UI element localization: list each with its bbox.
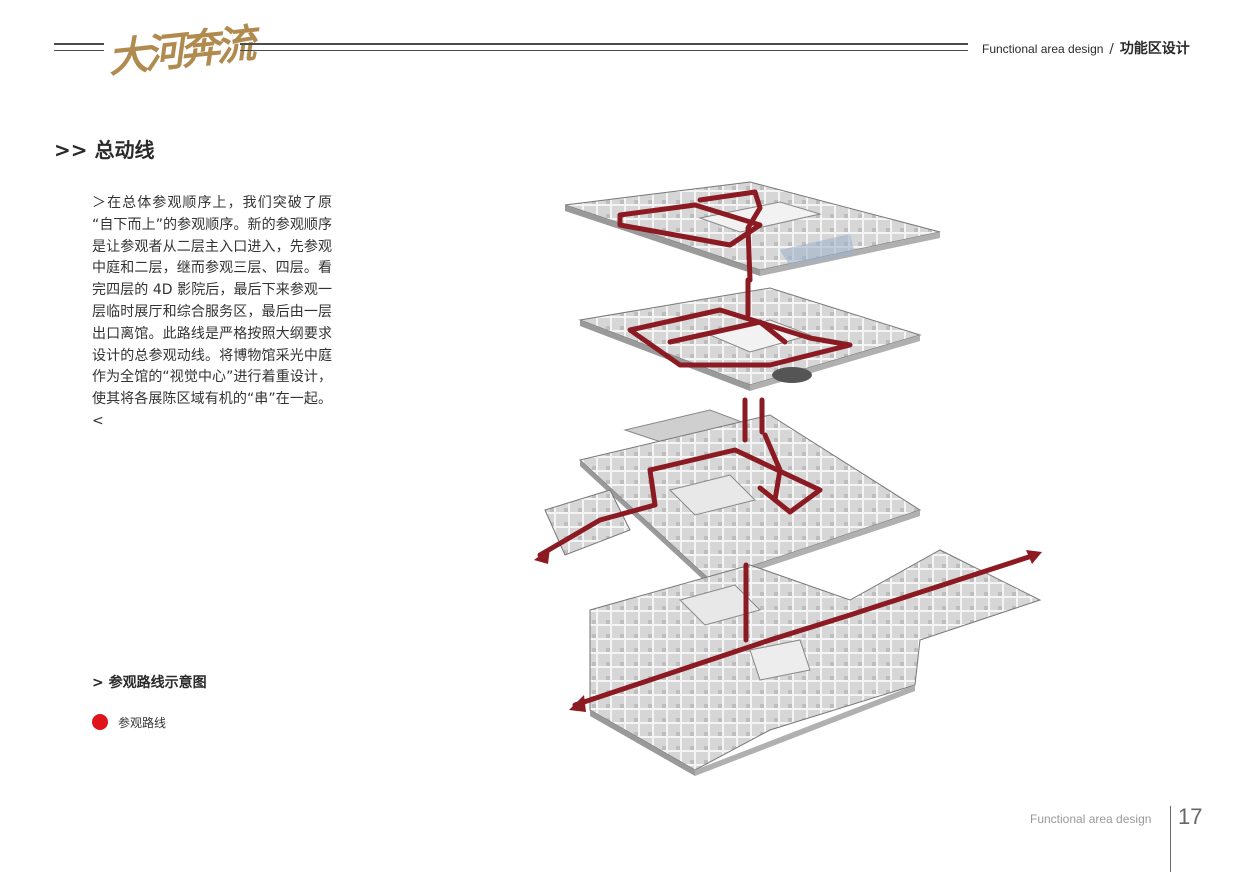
brand-logo: 大河奔流 xyxy=(105,20,254,83)
footer-text: Functional area design xyxy=(1030,812,1152,826)
header-rule-right-thin xyxy=(240,50,968,51)
floor-1-plate xyxy=(589,549,1042,776)
legend-route-label: 参观路线 xyxy=(118,716,167,730)
section-title: >> 总动线 xyxy=(54,138,155,162)
header-title-en: Functional area design xyxy=(982,42,1104,56)
exploded-floor-diagram xyxy=(534,181,1042,776)
header-title: Functional area design / 功能区设计 xyxy=(982,38,1222,58)
footer-divider xyxy=(1170,806,1171,872)
section-body-text: ＞在总体参观顺序上，我们突破了原 “自下而上”的参观顺序。新的参观顺序是让参观者… xyxy=(92,195,332,429)
floor-4-plate xyxy=(564,181,941,276)
header-rule-left-thin xyxy=(54,50,104,51)
header-rule-left xyxy=(54,43,104,45)
header-title-cn: 功能区设计 xyxy=(1119,41,1190,57)
header-rule-right xyxy=(240,43,968,45)
legend-route-dot xyxy=(92,714,108,730)
visit-route xyxy=(537,189,1038,708)
page-number: 17 xyxy=(1178,804,1203,829)
diagram-subtitle: > 参观路线示意图 xyxy=(92,675,207,691)
header-title-separator: / xyxy=(1109,42,1114,57)
floor-2-plate xyxy=(544,409,922,586)
route-arrowheads xyxy=(534,548,1042,712)
